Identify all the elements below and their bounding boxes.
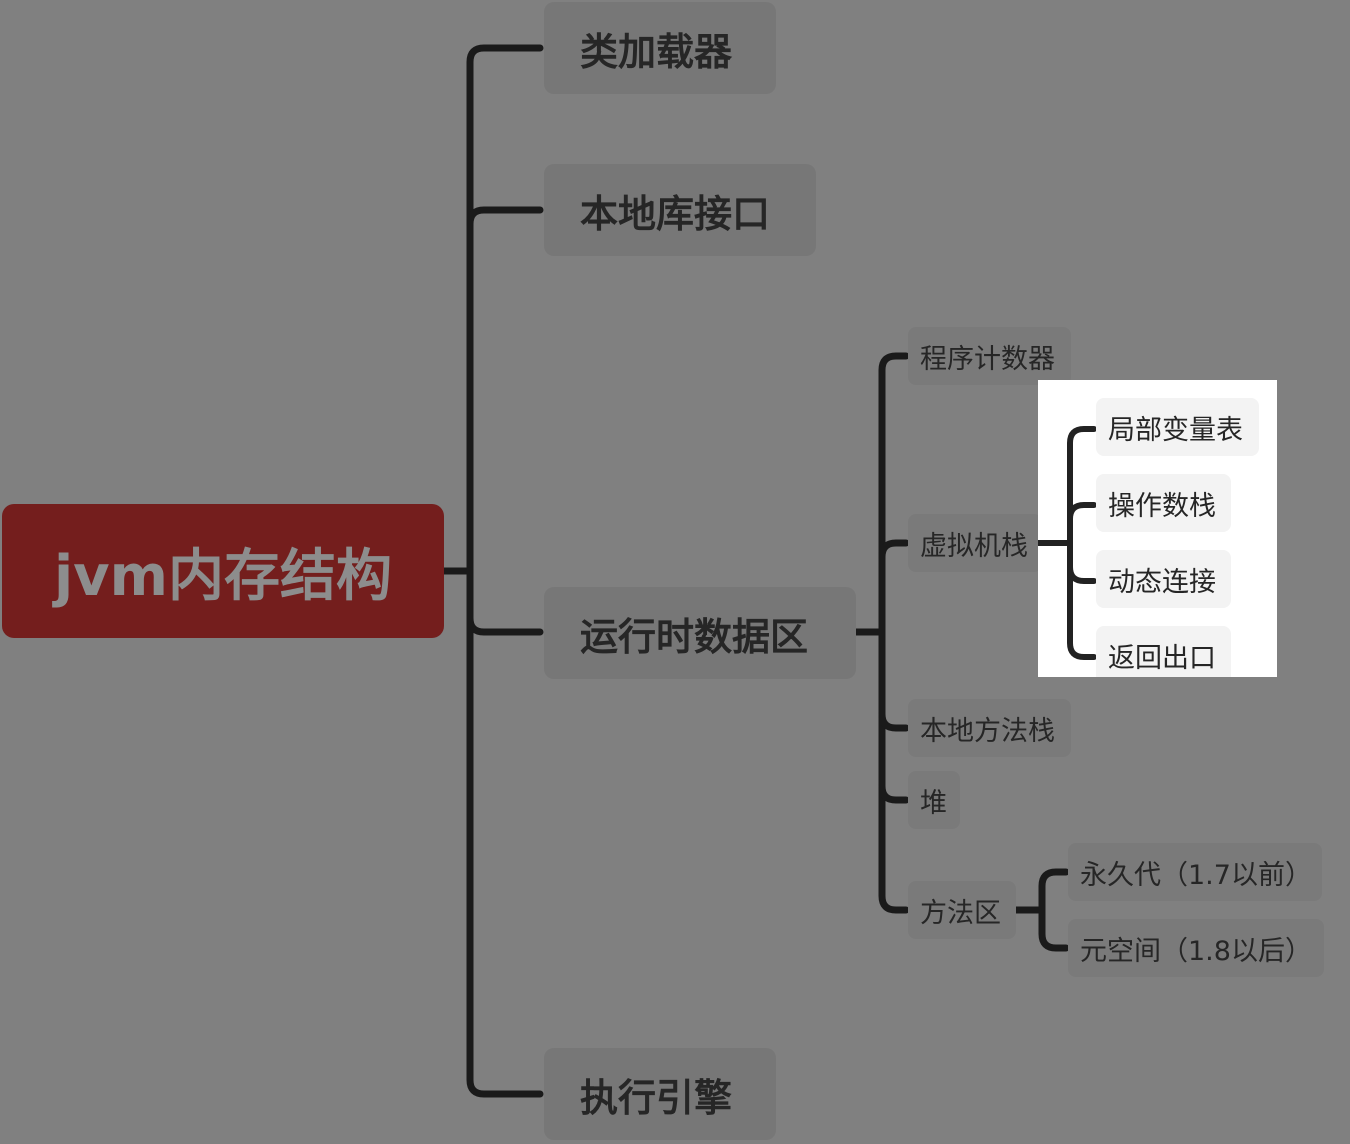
node-dynamic-linking-label: 动态连接 [1108, 566, 1216, 598]
node-pc-register[interactable]: 程序计数器 [908, 327, 1071, 385]
node-runtime-data-area-label: 运行时数据区 [580, 614, 809, 659]
node-native-method-stack-label: 本地方法栈 [920, 715, 1055, 747]
connector-native-stack [878, 710, 910, 732]
node-native-interface[interactable]: 本地库接口 [544, 164, 816, 256]
node-metaspace-label: 元空间（1.8以后） [1080, 935, 1312, 967]
node-vm-stack-label: 虚拟机栈 [920, 530, 1028, 562]
node-heap-label: 堆 [920, 787, 947, 819]
root-label: jvm内存结构 [53, 543, 393, 609]
node-return-address-label: 返回出口 [1108, 642, 1216, 674]
node-heap[interactable]: 堆 [908, 771, 960, 829]
node-execution-engine-label: 执行引擎 [580, 1075, 733, 1120]
node-native-interface-label: 本地库接口 [580, 191, 771, 236]
node-class-loader[interactable]: 类加载器 [544, 2, 776, 94]
node-vm-stack[interactable]: 虚拟机栈 [908, 514, 1042, 572]
connector-heap-branches [878, 628, 910, 914]
connector-runtime [466, 567, 544, 636]
connector-native-interface [466, 206, 544, 228]
node-method-area[interactable]: 方法区 [908, 881, 1016, 939]
root-node[interactable]: jvm内存结构 [2, 504, 444, 638]
connector-pc [878, 352, 910, 636]
node-local-vars[interactable]: 局部变量表 [1096, 398, 1259, 456]
node-permgen-label: 永久代（1.7以前） [1080, 859, 1312, 891]
node-runtime-data-area[interactable]: 运行时数据区 [544, 587, 856, 679]
node-execution-engine[interactable]: 执行引擎 [544, 1048, 776, 1140]
node-method-area-label: 方法区 [920, 897, 1001, 929]
node-dynamic-linking[interactable]: 动态连接 [1096, 550, 1231, 608]
node-operand-stack[interactable]: 操作数栈 [1096, 474, 1231, 532]
node-operand-stack-label: 操作数栈 [1108, 490, 1216, 522]
node-class-loader-label: 类加载器 [580, 29, 733, 74]
connector-class-loader [466, 44, 544, 575]
connector-execution [466, 567, 544, 1098]
node-pc-register-label: 程序计数器 [920, 343, 1055, 375]
node-native-method-stack[interactable]: 本地方法栈 [908, 699, 1071, 757]
node-metaspace[interactable]: 元空间（1.8以后） [1068, 919, 1324, 977]
node-local-vars-label: 局部变量表 [1108, 414, 1243, 446]
node-return-address[interactable]: 返回出口 [1096, 626, 1231, 677]
node-permgen[interactable]: 永久代（1.7以前） [1068, 843, 1322, 901]
connector-vm-stack [878, 539, 910, 561]
highlight-connectors [1038, 426, 1097, 660]
highlight-panel: 局部变量表 操作数栈 动态连接 返回出口 [1038, 380, 1277, 677]
connector-heap [878, 782, 910, 804]
connector-permgen [1038, 868, 1070, 952]
